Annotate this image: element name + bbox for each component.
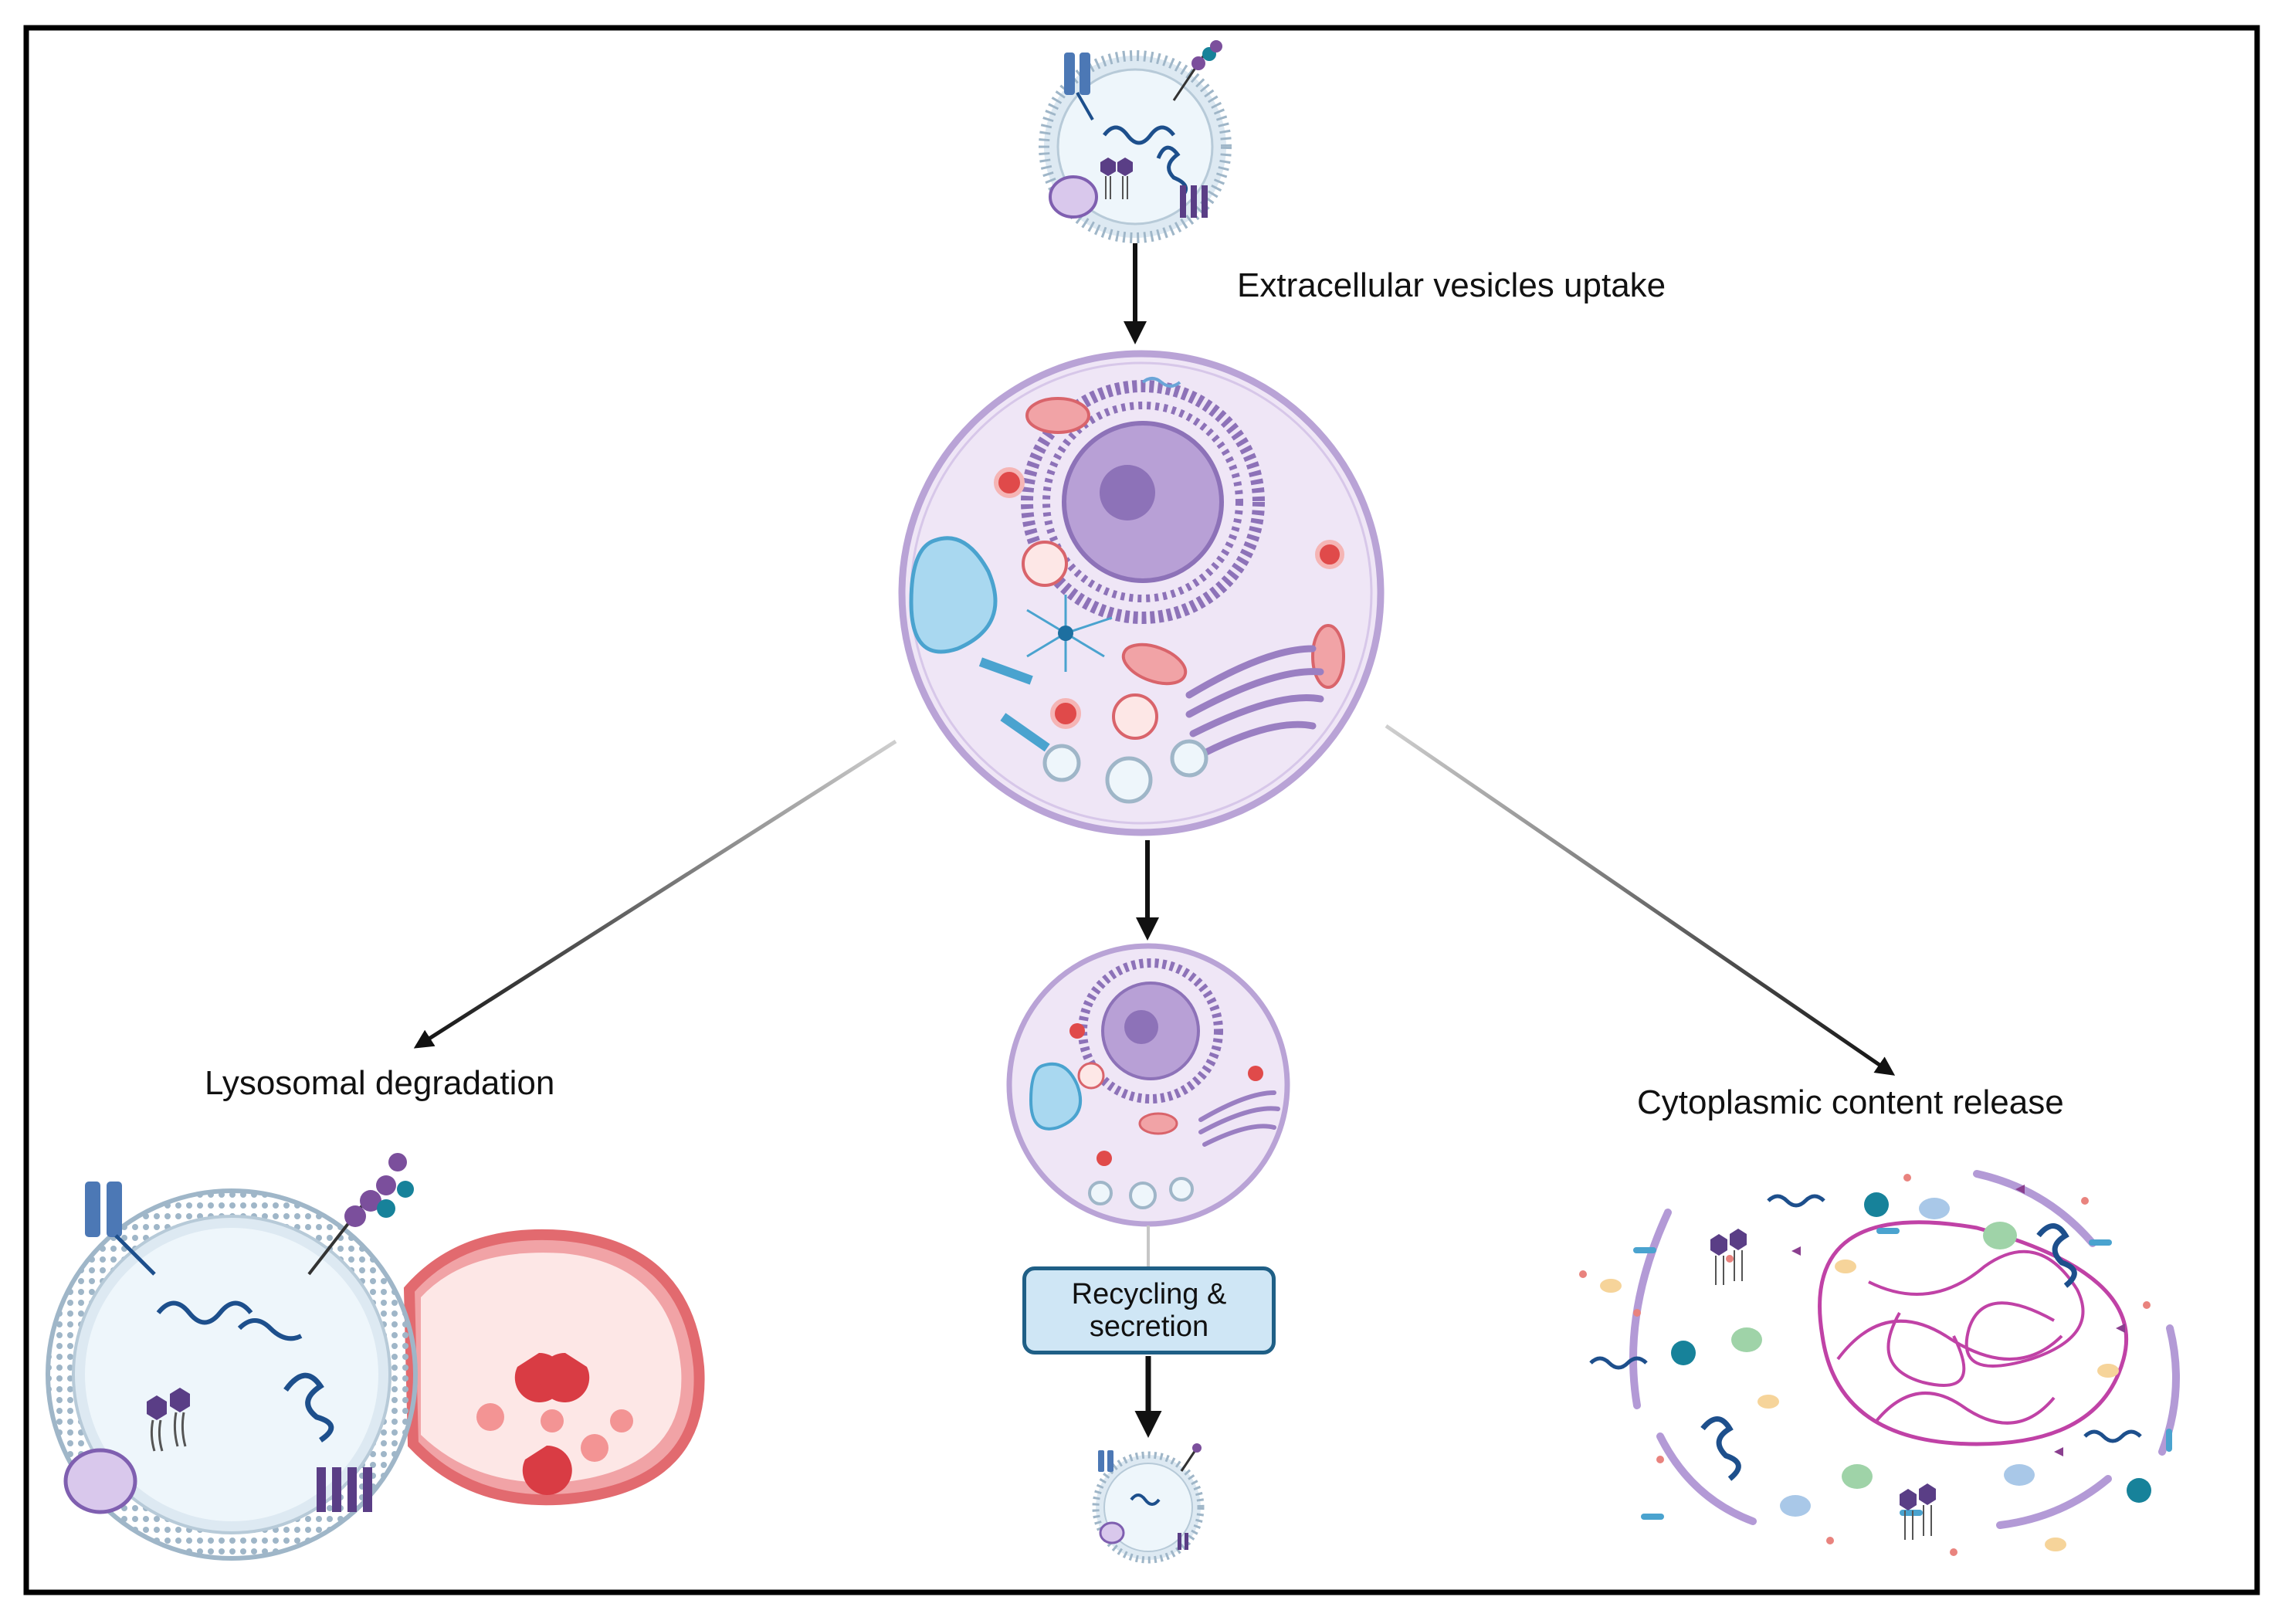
content-release-icon xyxy=(1579,1170,2180,1556)
recycling-label-line1: Recycling & xyxy=(1071,1278,1227,1310)
secreted-vesicle-icon xyxy=(1092,1443,1205,1564)
lysosome-fusion-icon xyxy=(46,1153,705,1561)
arrow-to-lysosomal xyxy=(413,739,897,1049)
small-cell-icon xyxy=(1006,943,1290,1227)
extracellular-vesicle-icon xyxy=(1039,40,1232,243)
arrow-to-release xyxy=(1385,724,1896,1076)
recycling-label-line2: secretion xyxy=(1089,1310,1209,1343)
figure-frame xyxy=(23,25,2260,1595)
label-ev-uptake: Extracellular vesicles uptake xyxy=(1237,266,1666,304)
label-cytoplasmic-release: Cytoplasmic content release xyxy=(1637,1083,2064,1121)
recycling-secretion-box: Recycling & secretion xyxy=(1022,1266,1276,1354)
label-lysosomal-degradation: Lysosomal degradation xyxy=(205,1064,555,1102)
recipient-cell-icon xyxy=(898,350,1385,836)
